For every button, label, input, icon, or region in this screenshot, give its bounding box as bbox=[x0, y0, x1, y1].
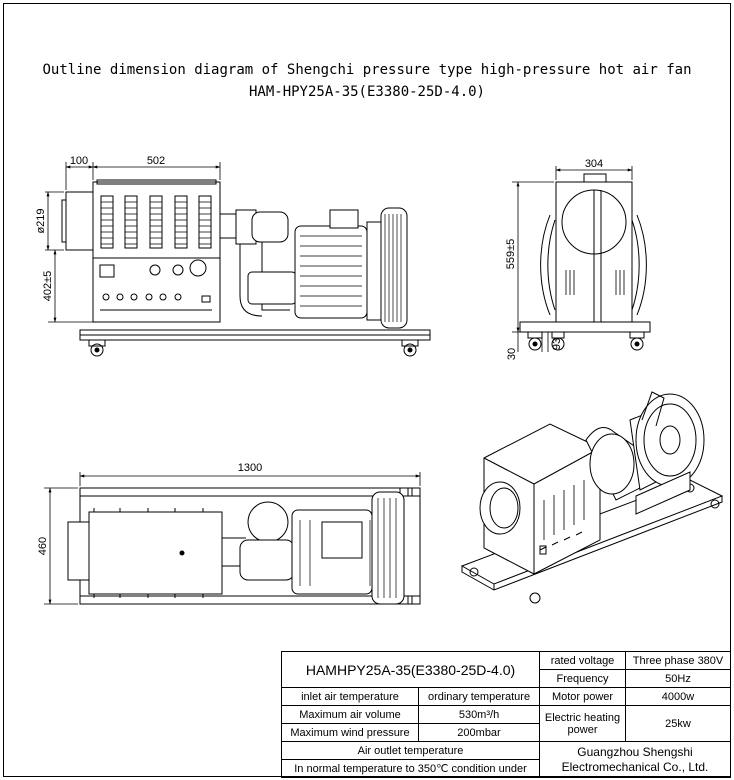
motor-power-label: Motor power bbox=[539, 687, 627, 706]
heating-power-label: Electric heating power bbox=[539, 705, 627, 742]
inlet-temp-label: inlet air temperature bbox=[281, 687, 419, 706]
wind-pressure-value: 200mbar bbox=[417, 723, 541, 742]
dim-front-height: 402±5 bbox=[42, 271, 54, 302]
dim-front-offset: 100 bbox=[70, 155, 88, 167]
air-volume-value: 530m³/h bbox=[417, 705, 541, 724]
outlet-temp-label: Air outlet temperature bbox=[280, 741, 541, 760]
air-volume-label: Maximum air volume bbox=[281, 705, 419, 724]
model-cell: HAMHPY25A-35(E3380-25D-4.0) bbox=[280, 651, 541, 688]
frequency-label: Frequency bbox=[539, 669, 627, 688]
dim-top-length: 1300 bbox=[238, 462, 262, 474]
wind-pressure-label: Maximum wind pressure bbox=[281, 723, 419, 742]
top-view bbox=[67, 487, 421, 605]
dim-side-bottom: 30 bbox=[506, 348, 518, 360]
rated-voltage-value: Three phase 380V bbox=[625, 651, 732, 670]
side-wheel-right bbox=[629, 331, 645, 351]
dim-front-diameter: ø219 bbox=[35, 208, 47, 233]
company-name: Guangzhou Shengshi Electromechanical Co.… bbox=[539, 741, 732, 778]
dim-front-width: 502 bbox=[147, 155, 165, 167]
heater-louvers bbox=[100, 195, 212, 249]
drawing-title: Outline dimension diagram of Shengchi pr… bbox=[42, 62, 692, 78]
front-dimension-lines bbox=[45, 162, 221, 323]
side-view bbox=[519, 173, 651, 351]
heating-power-value: 25kw bbox=[625, 705, 732, 742]
motor-power-value: 4000w bbox=[625, 687, 732, 706]
front-wheel-right bbox=[401, 339, 419, 357]
drawing-model-number: HAM-HPY25A-35(E3380-25D-4.0) bbox=[248, 84, 485, 100]
isometric-view bbox=[460, 391, 724, 604]
control-panel bbox=[99, 259, 212, 311]
inlet-temp-value: ordinary temperature bbox=[417, 687, 541, 706]
rated-voltage-label: rated voltage bbox=[539, 651, 627, 670]
front-view bbox=[61, 179, 431, 357]
top-dimension-lines bbox=[44, 472, 421, 605]
dim-side-width: 304 bbox=[585, 158, 603, 170]
specification-table: HAMHPY25A-35(E3380-25D-4.0) rated voltag… bbox=[280, 651, 732, 778]
front-wheel-left bbox=[88, 339, 106, 357]
dim-top-width: 460 bbox=[37, 537, 49, 555]
side-dimension-lines bbox=[512, 166, 633, 352]
dim-side-height: 559±5 bbox=[505, 239, 517, 270]
dim-side-wheel: 93 bbox=[551, 338, 563, 350]
side-wheel-left bbox=[527, 331, 543, 351]
outlet-temp-value: In normal temperature to 350℃ condition … bbox=[280, 759, 541, 778]
frequency-value: 50Hz bbox=[625, 669, 732, 688]
motor bbox=[294, 209, 368, 319]
blower bbox=[366, 207, 408, 329]
side-wheel-mid bbox=[551, 331, 565, 351]
